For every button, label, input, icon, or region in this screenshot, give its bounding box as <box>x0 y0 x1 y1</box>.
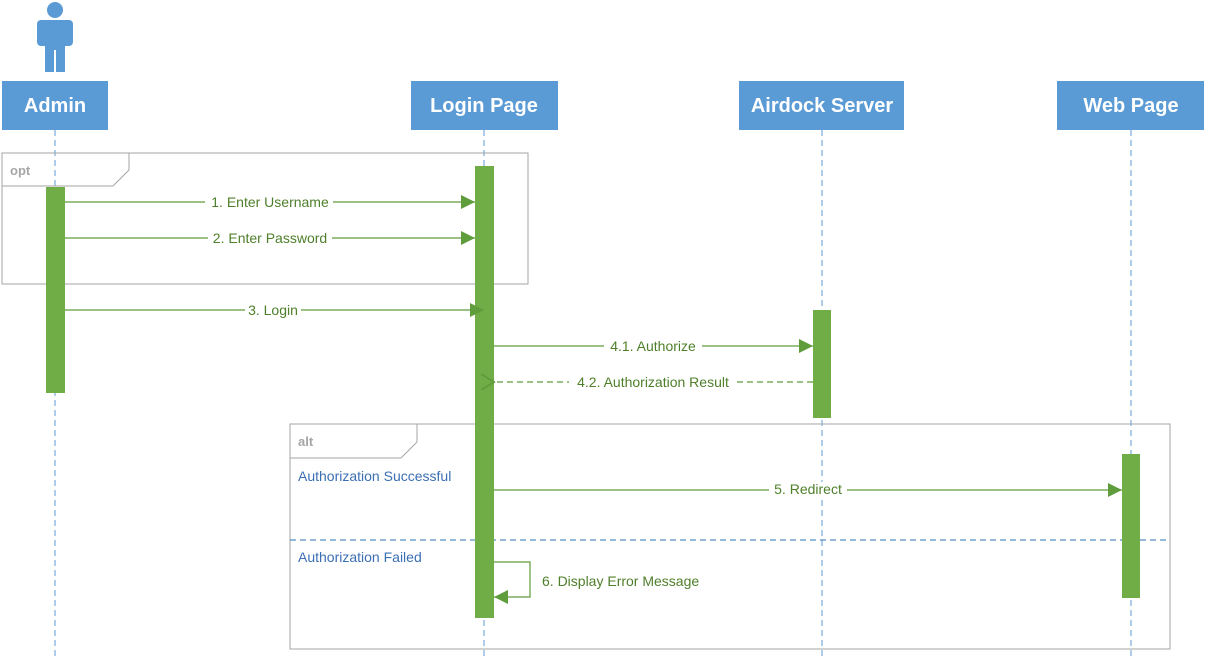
participant-label: Web Page <box>1083 95 1178 117</box>
message-login: 3. Login <box>65 302 484 318</box>
message-label: 1. Enter Username <box>211 194 329 210</box>
opt-frame: opt <box>1 152 529 285</box>
participant-airdock-server: Airdock Server <box>739 81 904 130</box>
alt-frame: alt Authorization Successful Authorizati… <box>289 423 1171 650</box>
guard-authorization-successful: Authorization Successful <box>298 468 451 484</box>
guard-authorization-failed: Authorization Failed <box>298 549 422 565</box>
message-authorization-result: 4.2. Authorization Result <box>494 374 813 390</box>
activation-airdock-server <box>813 310 831 418</box>
message-label: 2. Enter Password <box>213 230 327 246</box>
message-display-error: 6. Display Error Message <box>494 561 699 604</box>
message-redirect: 5. Redirect <box>494 481 1122 498</box>
message-label: 4.2. Authorization Result <box>577 374 729 390</box>
message-enter-password: 2. Enter Password <box>65 230 475 246</box>
opt-frame-tag: opt <box>10 163 31 178</box>
message-label: 5. Redirect <box>774 481 842 497</box>
message-label: 6. Display Error Message <box>542 573 699 589</box>
participant-label: Airdock Server <box>751 95 894 117</box>
activations <box>46 166 1140 618</box>
activation-web-page <box>1122 454 1140 598</box>
participant-login-page: Login Page <box>411 81 558 130</box>
person-icon <box>37 2 73 72</box>
activation-login-page <box>475 166 494 618</box>
activation-admin <box>46 187 65 393</box>
message-authorize: 4.1. Authorize <box>494 338 813 354</box>
message-enter-username: 1. Enter Username <box>65 194 475 210</box>
message-label: 4.1. Authorize <box>610 338 696 354</box>
alt-frame-tag: alt <box>298 434 314 449</box>
participant-label: Login Page <box>430 95 538 117</box>
participant-web-page: Web Page <box>1057 81 1204 130</box>
participant-admin: Admin <box>2 81 108 130</box>
participant-label: Admin <box>24 95 86 117</box>
message-label: 3. Login <box>248 302 298 318</box>
